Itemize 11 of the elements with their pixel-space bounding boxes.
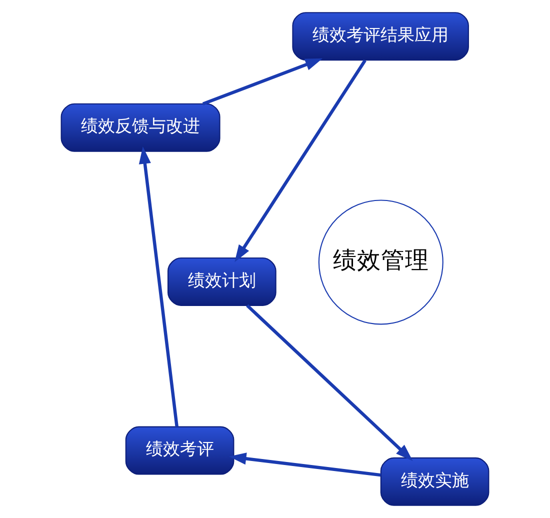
arrow	[228, 452, 381, 477]
node-box: 绩效考评结果应用	[292, 12, 469, 61]
arrow	[138, 146, 178, 427]
arrow	[202, 58, 323, 106]
node-box: 绩效考评	[125, 426, 234, 475]
node-box: 绩效实施	[380, 457, 490, 506]
node-circle: 绩效管理	[318, 200, 444, 325]
arrow	[234, 59, 366, 262]
node-box: 绩效计划	[167, 257, 276, 306]
node-box: 绩效反馈与改进	[60, 103, 220, 152]
arrow	[246, 304, 413, 461]
